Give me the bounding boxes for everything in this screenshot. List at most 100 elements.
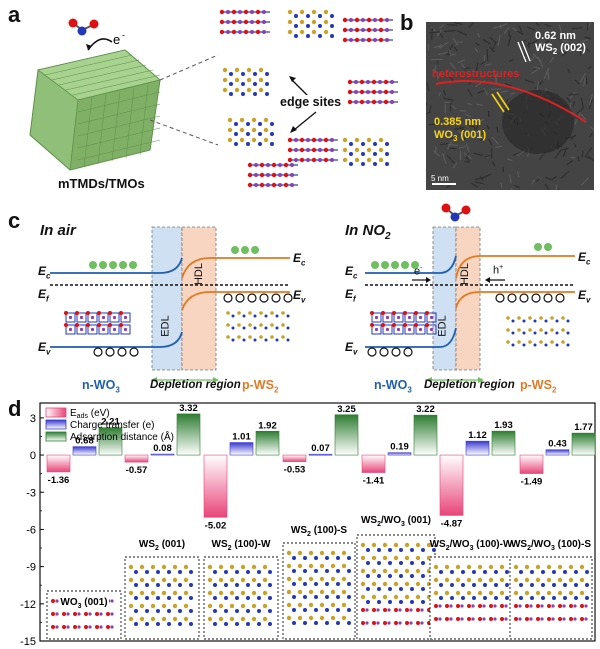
crystal-icon [29,49,161,171]
scale-bar-label: 5 nm [431,174,449,183]
bar-value-label: -0.53 [284,465,306,476]
structure-label: WS2/WO3 (001) [361,515,431,528]
adsorption-distance-bar [176,413,201,456]
adsorption-distance-bar [571,432,596,456]
wo3-spacing-label: 0.385 nm WO3 (001) [434,116,487,144]
structure-label: WS2/WO3 (100)-S [511,539,591,552]
no2-molecule-icon [68,18,99,36]
bar-value-label: 3.25 [337,404,356,415]
bar-value-label: 1.01 [232,432,251,443]
bar-value-label: 2.21 [101,417,120,428]
structure-label: WS2 (100)-W [212,539,271,552]
hrtem-image [426,22,594,190]
bar-value-label: 0.07 [311,443,330,454]
hdl-label: HDL [193,262,206,286]
panel-b-label: b [400,10,414,35]
structure-label: WS2 (001) [139,539,185,552]
ev-right-label: Ev [293,288,306,305]
charge-transfer-bar [72,446,97,456]
charge-transfer-bar [308,453,333,456]
bar-value-label: 1.93 [494,420,513,431]
no2-molecule-icon [441,203,471,222]
bar-value-label: 0.68 [75,436,94,447]
bar-value-label: 1.92 [258,420,277,431]
adsorption-distance-bar [413,414,438,456]
charge-transfer-bar [229,442,254,456]
charge-transfer-bar [465,440,490,456]
electron-symbol: e [113,32,120,47]
charge-transfer-bar [387,452,412,456]
y-tick-label: 3 [30,413,36,425]
electron-flow-label: e- [414,265,423,278]
legend-label: Charge transfer (e) [70,420,154,431]
eads-bar [519,454,544,474]
panel-d-label: d [8,396,22,421]
legend-label: Eads (eV) [70,408,110,420]
p-ws2-label: p-WS2 [242,378,279,395]
legend-swatch [45,431,67,442]
in-no2-title: In NO2 [345,222,391,242]
panel-c-label: c [8,208,21,233]
charge-transfer-bar [545,449,570,456]
edl-label: EDL [159,315,172,337]
hdl-label-2: HDL [459,262,472,286]
eads-bar [203,454,228,518]
bar-value-label: 1.12 [468,430,487,441]
electron-arrow-icon [87,38,113,51]
bar-value-label: 0.43 [548,439,567,450]
adsorption-distance-bar [98,427,123,456]
plot-frame [39,402,596,642]
panel-a-label: a [8,2,21,27]
bar-value-label: 1.77 [574,422,593,433]
y-tick-label: -15 [20,636,36,648]
ef-left-label-2: Ef [345,287,356,304]
y-tick-label: 0 [30,450,36,462]
band-diagram [50,203,575,383]
edl-label-2: EDL [436,315,449,337]
bar-value-label: 0.08 [153,443,172,454]
y-tick-label: -3 [26,487,36,499]
material-label: mTMDs/TMOs [58,176,145,191]
structure-box [509,556,593,640]
eads-bar [439,454,464,516]
structure-label: WS2/WO3 (100)-W [430,539,513,552]
ev-left-label: Ev [38,340,51,357]
eads-bar [361,454,386,473]
n-wo3-label-2: n-WO3 [374,378,412,395]
structure-label: WS2 (100)-S [291,525,347,538]
ef-left-label: Ef [38,287,49,304]
bar-value-label: -1.41 [363,476,385,487]
charge-transfer-bar [150,453,175,456]
eads-bar [46,454,71,473]
panel-a-figure: e - [29,9,398,188]
depletion-left-label: Depletion region [150,379,241,391]
electron-dots [89,246,259,269]
structure-label: WO3 (001) [60,597,107,610]
bar-value-label: -1.49 [521,477,543,488]
adsorption-distance-bar [491,430,516,456]
ev-left-label-2: Ev [345,340,358,357]
edge-sites-label: edge sites [278,95,344,109]
bar-value-label: 3.22 [416,404,435,415]
hole-circles [93,293,293,357]
ws2-spacing-label: 0.62 nm WS2 (002) [535,30,586,57]
bar-value-label: -4.87 [441,518,463,529]
bar-value-label: -1.36 [48,475,70,486]
in-air-title: In air [40,222,76,239]
adsorption-bar-chart: 30-3-6-9-12-15 -1.36-0.57-5.02-0.53-1.41… [20,402,596,648]
ec-right-label: Ec [293,251,306,268]
bar-value-label: -5.02 [205,520,227,531]
svg-text:-: - [122,30,125,40]
ec-left-label: Ec [38,264,51,281]
legend-label: Adsorption distance (Å) [70,430,174,443]
legend-swatch [45,419,67,430]
chart-legend: Eads (eV)Charge transfer (e)Adsorption d… [45,407,174,443]
ev-right-label-2: Ev [578,288,591,305]
adsorption-distance-bar [255,430,280,456]
bar-value-label: -0.57 [126,465,148,476]
bar-value-label: 3.32 [179,403,198,414]
heterostructures-label: heterostructures [432,68,520,80]
y-tick-label: -12 [20,599,36,611]
legend-swatch [45,407,67,418]
depletion-right-label: Depletion region [424,379,515,391]
